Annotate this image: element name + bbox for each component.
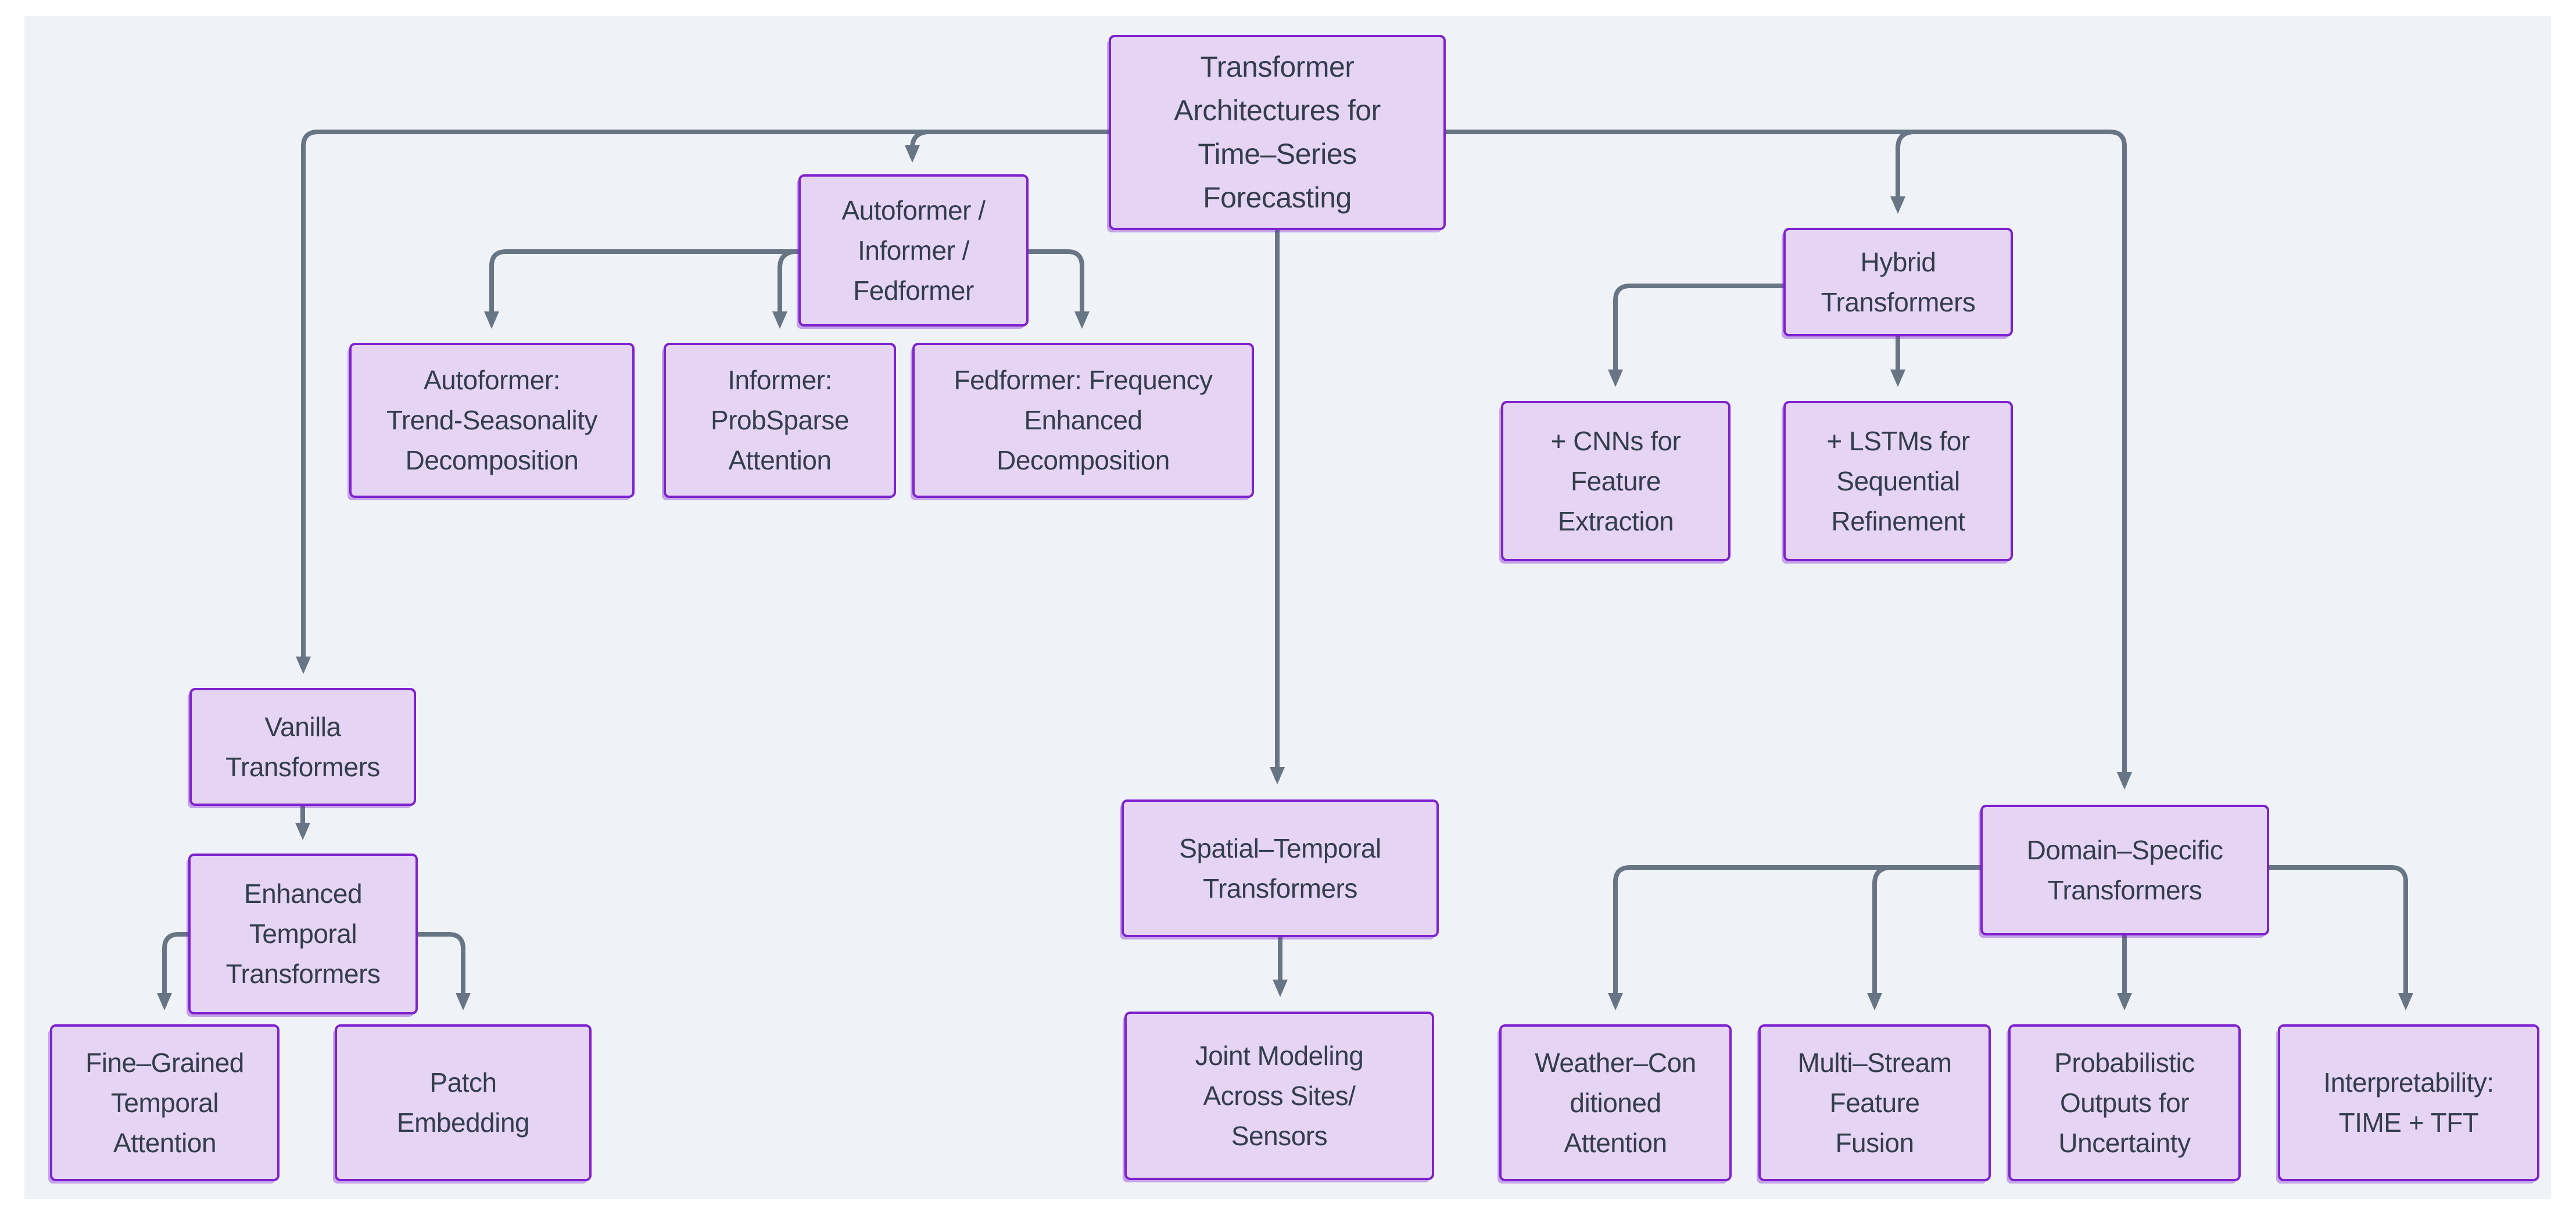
node-vanilla: Vanilla Transformers <box>189 688 416 806</box>
node-patch-label: Patch Embedding <box>396 1067 530 1138</box>
edge-hybrid-cnns <box>1608 284 1783 387</box>
node-weather: Weather–Con ditioned Attention <box>1499 1024 1732 1181</box>
node-patch: Patch Embedding <box>335 1024 592 1181</box>
node-autoformer-child-label: Autoformer: Trend-Seasonality Decomposit… <box>386 365 598 475</box>
node-informer-child: Informer: ProbSparse Attention <box>664 343 896 498</box>
node-cnns: + CNNs for Feature Extraction <box>1501 401 1731 561</box>
edge-enhanced-fine <box>157 932 188 1010</box>
node-spatial: Spatial–Temporal Transformers <box>1122 799 1439 937</box>
node-lstms: + LSTMs for Sequential Refinement <box>1783 401 2013 561</box>
node-joint-label: Joint Modeling Across Sites/ Sensors <box>1195 1040 1364 1151</box>
node-interpretability: Interpretability: TIME + TFT <box>2278 1024 2539 1181</box>
node-vanilla-label: Vanilla Transformers <box>225 711 380 782</box>
node-autoformer-group: Autoformer / Informer / Fedformer <box>798 174 1029 327</box>
node-domain: Domain–Specific Transformers <box>1980 805 2269 935</box>
edge-group-fedformer <box>1029 249 1090 329</box>
node-enhanced: Enhanced Temporal Transformers <box>188 854 418 1014</box>
node-root-label: Transformer Architectures for Time–Serie… <box>1174 51 1381 214</box>
node-autoformer-group-label: Autoformer / Informer / Fedformer <box>841 195 986 306</box>
node-spatial-label: Spatial–Temporal Transformers <box>1179 833 1381 903</box>
edge-domain-interpretability <box>2269 865 2413 1010</box>
edge-root-domain <box>1446 130 2132 790</box>
node-multi-stream-label: Multi–Stream Feature Fusion <box>1797 1047 1952 1158</box>
node-fedformer-child-label: Fedformer: Frequency Enhanced Decomposit… <box>954 365 1213 475</box>
node-joint: Joint Modeling Across Sites/ Sensors <box>1124 1012 1434 1180</box>
edge-root-hybrid <box>1890 130 1914 214</box>
node-autoformer-child: Autoformer: Trend-Seasonality Decomposit… <box>349 343 635 498</box>
node-informer-child-label: Informer: ProbSparse Attention <box>711 365 849 475</box>
node-fine-grained: Fine–Grained Temporal Attention <box>50 1024 280 1181</box>
edge-group-autoformer <box>484 249 798 329</box>
node-weather-label: Weather–Con ditioned Attention <box>1535 1047 1696 1158</box>
edge-domain-multistream <box>1867 865 1890 1010</box>
edge-group-informer <box>772 249 796 329</box>
edge-domain-weather <box>1608 865 1980 1010</box>
node-fine-grained-label: Fine–Grained Temporal Attention <box>85 1047 244 1158</box>
node-interpretability-label: Interpretability: TIME + TFT <box>2323 1067 2494 1138</box>
node-probabilistic: Probabilistic Outputs for Uncertainty <box>2008 1024 2241 1181</box>
node-hybrid: Hybrid Transformers <box>1783 228 2013 336</box>
node-cnns-label: + CNNs for Feature Extraction <box>1550 425 1681 536</box>
edge-root-vanilla <box>296 130 1109 674</box>
edge-enhanced-patch <box>418 932 471 1010</box>
node-fedformer-child: Fedformer: Frequency Enhanced Decomposit… <box>912 343 1254 498</box>
node-domain-label: Domain–Specific Transformers <box>2026 834 2223 905</box>
node-root: Transformer Architectures for Time–Serie… <box>1109 35 1446 230</box>
node-enhanced-label: Enhanced Temporal Transformers <box>225 878 381 989</box>
node-hybrid-label: Hybrid Transformers <box>1821 246 1976 317</box>
node-probabilistic-label: Probabilistic Outputs for Uncertainty <box>2054 1047 2195 1158</box>
node-multi-stream: Multi–Stream Feature Fusion <box>1758 1024 1991 1181</box>
edge-root-autoformer-group <box>905 130 928 163</box>
node-lstms-label: + LSTMs for Sequential Refinement <box>1826 425 1970 536</box>
